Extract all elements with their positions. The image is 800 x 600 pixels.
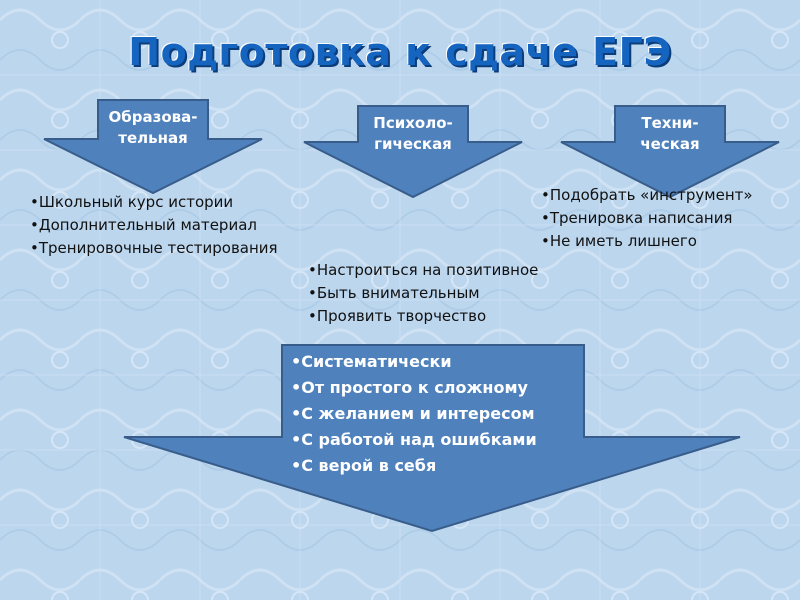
list-item: С желанием и интересом bbox=[291, 401, 537, 427]
list-item: С верой в себя bbox=[291, 453, 537, 479]
arrow-psychological-shape bbox=[303, 105, 523, 199]
big-arrow-list: Систематически От простого к сложному С … bbox=[291, 349, 537, 479]
list-item: Систематически bbox=[291, 349, 537, 375]
list-item: Быть внимательным bbox=[308, 282, 538, 305]
list-item: Дополнительный материал bbox=[30, 214, 278, 237]
list-item: Проявить творчество bbox=[308, 305, 538, 328]
arrow-educational-label: Образова- тельная bbox=[108, 108, 198, 147]
technical-list: Подобрать «инструмент» Тренировка написа… bbox=[541, 184, 753, 253]
list-item: Настроиться на позитивное bbox=[308, 259, 539, 282]
list-item: От простого к сложному bbox=[291, 375, 537, 401]
list-item: Тренировочные тестирования bbox=[30, 237, 278, 260]
educational-list: Школьный курс истории Дополнительный мат… bbox=[30, 191, 278, 260]
psychological-list: Настроиться на позитивное Быть вниматель… bbox=[308, 259, 539, 328]
arrow-technical-label: Техни- ческая bbox=[640, 114, 700, 153]
list-item: Не иметь лишнего bbox=[541, 230, 753, 253]
arrow-educational-shape bbox=[43, 99, 263, 195]
list-item: Тренировка написания bbox=[541, 207, 753, 230]
arrow-psychological-label: Психоло- гическая bbox=[373, 114, 453, 153]
arrow-technical-shape bbox=[560, 105, 780, 199]
list-item: Подобрать «инструмент» bbox=[541, 184, 753, 207]
list-item: Школьный курс истории bbox=[30, 191, 278, 214]
list-item: С работой над ошибками bbox=[291, 427, 536, 453]
page-title: Подготовка к сдаче ЕГЭ bbox=[128, 30, 672, 74]
